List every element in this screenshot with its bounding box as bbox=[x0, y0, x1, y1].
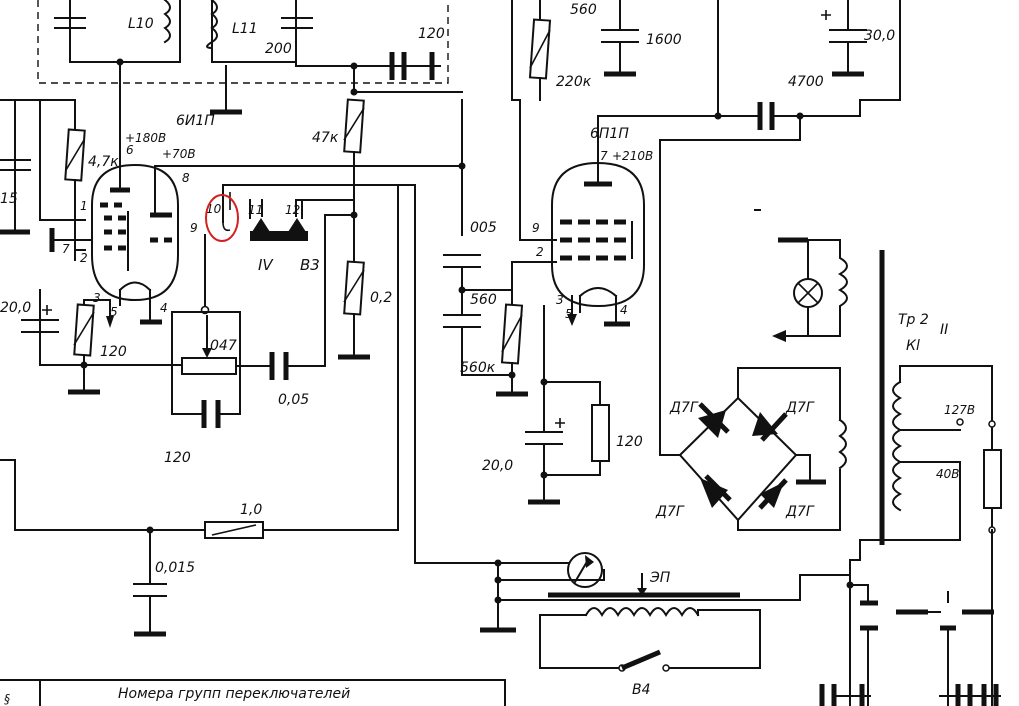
pin-v1-6: 6 bbox=[126, 143, 134, 157]
label-c0015: 0,015 bbox=[155, 560, 195, 576]
pin-v2-9: 9 bbox=[532, 221, 540, 235]
label-ep: ЭП bbox=[649, 570, 671, 586]
pin-v2-3: 3 bbox=[556, 293, 564, 307]
pin-v1-5: 5 bbox=[110, 305, 118, 319]
tube-v2: 9 2 3 5 4 7 6П1П +210В 20,0 120 bbox=[482, 0, 653, 505]
pin-v1-9: 9 bbox=[190, 221, 198, 235]
label-diode-4: Д7Г bbox=[785, 504, 815, 520]
label-r560: 560 bbox=[470, 292, 497, 308]
switch-B3: 10 11 12 IV В3 bbox=[205, 184, 416, 564]
label-r560k: 560к bbox=[460, 360, 496, 376]
label-r47k-left: 4,7к bbox=[88, 154, 119, 170]
diode-bridge: Д7Г Д7Г Д7Г Д7Г bbox=[655, 115, 847, 531]
pin-switch-12: 12 bbox=[285, 203, 300, 217]
v1-plate2-voltage: +70В bbox=[162, 147, 196, 161]
label-kl: Кl bbox=[906, 338, 920, 354]
label-r02: 0,2 bbox=[370, 290, 392, 306]
meter-and-mains: ЭП В4 bbox=[414, 552, 851, 698]
v1-cathode-network: 20,0 120 047 0,05 120 bbox=[0, 214, 355, 466]
pin-switch-11: 11 bbox=[248, 203, 263, 217]
annotation-circle bbox=[205, 194, 239, 242]
switch-groups-table: § Номера групп переключателей bbox=[0, 679, 506, 706]
pin-v1-8: 8 bbox=[182, 171, 190, 185]
bottom-right-switches bbox=[819, 559, 1001, 706]
label-r560-top: 560 bbox=[570, 2, 597, 18]
pin-v1-3: 3 bbox=[93, 291, 101, 305]
label-r120-right: 120 bbox=[616, 434, 643, 450]
pin-v1-7: 7 bbox=[62, 242, 70, 256]
label-r220k: 220к bbox=[556, 74, 592, 90]
label-L10: L10 bbox=[128, 16, 154, 32]
label-c4700: 4700 bbox=[788, 74, 824, 90]
tube-v1: 1 2 3 4 5 6 7 8 9 6И1П +180В +70В bbox=[49, 113, 215, 328]
pin-v2-2: 2 bbox=[536, 245, 544, 259]
pin-v1-4: 4 bbox=[160, 301, 168, 315]
label-r47k-mid: 47к bbox=[312, 130, 339, 146]
pin-v1-2: 2 bbox=[80, 251, 88, 265]
tap-127-voltage: 127В bbox=[944, 403, 975, 417]
v2-plate-voltage: +210В bbox=[612, 149, 653, 163]
tube-v2-type: 6П1П bbox=[590, 126, 629, 142]
top-right-network: 220к 560 1600 30,0 4700 bbox=[528, 0, 901, 130]
table-corner: § bbox=[4, 692, 10, 706]
left-rails: 15 4,7к bbox=[0, 99, 119, 261]
label-winding-II: II bbox=[940, 322, 948, 338]
label-tr2: Тр 2 bbox=[898, 312, 929, 328]
label-c30: 30,0 bbox=[864, 28, 895, 44]
tap-40-voltage: 40В bbox=[936, 467, 960, 481]
label-c200: 200 bbox=[265, 41, 292, 57]
pilot-lamp bbox=[754, 209, 885, 545]
label-c1600: 1600 bbox=[646, 32, 682, 48]
label-switch-IV: IV bbox=[258, 256, 274, 274]
feedback-line: 1,0 0,015 bbox=[0, 186, 399, 637]
pin-v2-4: 4 bbox=[620, 303, 628, 317]
v1-plate1-voltage: +180В bbox=[125, 131, 166, 145]
label-r120-left: 120 bbox=[100, 344, 127, 360]
label-pot047: 047 bbox=[210, 338, 237, 354]
pin-v1-1: 1 bbox=[80, 199, 88, 213]
label-L11: L11 bbox=[232, 21, 258, 37]
label-r10: 1,0 bbox=[240, 502, 262, 518]
label-switch-B4: В4 bbox=[632, 682, 651, 698]
label-diode-3: Д7Г bbox=[655, 504, 685, 520]
pin-v2-7: 7 bbox=[600, 149, 608, 163]
label-c15: 15 bbox=[0, 191, 18, 207]
pin-switch-10: 10 bbox=[206, 202, 222, 216]
shield-box bbox=[37, 0, 449, 84]
table-header: Номера групп переключателей bbox=[118, 686, 350, 702]
label-c005-a: 0,05 bbox=[278, 392, 309, 408]
tube-v1-type: 6И1П bbox=[176, 113, 215, 129]
label-diode-2: Д7Г bbox=[785, 400, 815, 416]
label-c20-left: 20,0 bbox=[0, 300, 31, 316]
label-c120-mid: 120 bbox=[164, 450, 191, 466]
pin-v2-5: 5 bbox=[565, 307, 573, 321]
label-switch-B3: В3 bbox=[300, 256, 320, 274]
label-c20-right: 20,0 bbox=[482, 458, 513, 474]
label-c005-b: 005 bbox=[470, 220, 497, 236]
v2-grid-network: 005 560 560к bbox=[443, 220, 557, 397]
label-diode-1: Д7Г bbox=[669, 400, 699, 416]
tank-circuits: L10 L11 200 120 bbox=[54, 0, 445, 171]
v1-plate-wiring: 47к 0,2 bbox=[154, 65, 466, 360]
transformer-tr2: Тр 2 Кl II 127В 40В bbox=[849, 312, 1002, 706]
label-c120-top: 120 bbox=[418, 26, 445, 42]
